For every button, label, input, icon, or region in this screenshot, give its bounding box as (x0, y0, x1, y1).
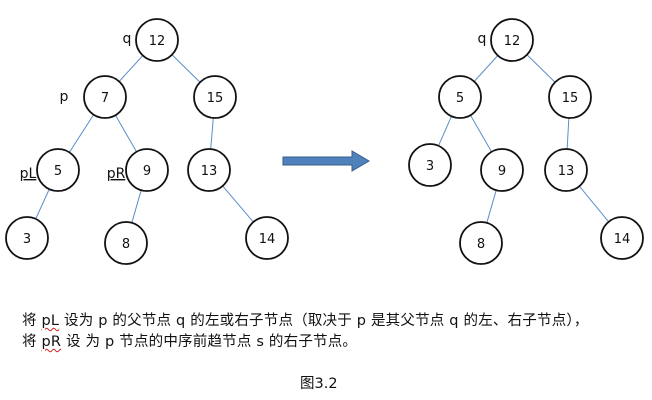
left-node-circle (187, 148, 231, 192)
left-node-7: 7 (83, 75, 127, 119)
left-node-circle (36, 148, 80, 192)
right-node-circle (408, 143, 452, 187)
caption-line-2-prefix: 将 (22, 334, 42, 350)
right-edge-R12-R5 (473, 55, 499, 82)
caption-line-1-text: 设为 p 的父节点 q 的左或右子节点（取决于 p 是其父节点 q 的左、右子节… (59, 313, 589, 329)
left-edge-L7-L5 (68, 114, 95, 153)
caption-pr-term: pR (41, 334, 62, 350)
left-node-3: 3 (5, 216, 49, 260)
left-node-9: 9 (125, 148, 169, 192)
right-node-12: 12 (490, 18, 534, 62)
right-node-15: 15 (548, 75, 592, 119)
left-node-label: 8 (122, 237, 130, 252)
right-arrow-icon (282, 150, 370, 172)
left-node-circle (193, 75, 237, 119)
left-node-15: 15 (193, 75, 237, 119)
figure-label: 图3.2 (300, 376, 338, 392)
right-edge-R12-R15 (526, 54, 556, 83)
caption-line-1: 将 pL 设为 p 的父节点 q 的左或右子节点（取决于 p 是其父节点 q 的… (22, 309, 589, 330)
right-node-circle (544, 148, 588, 192)
left-node-label: 9 (143, 164, 151, 179)
left-node-label: 3 (23, 232, 31, 247)
left-node-circle (135, 18, 179, 62)
left-node-label: 13 (201, 164, 218, 179)
right-node-13: 13 (544, 148, 588, 192)
right-node-label: 8 (477, 237, 485, 252)
right-edge-R15-R13 (566, 117, 570, 150)
right-node-9: 9 (480, 148, 524, 192)
right-node-14: 14 (600, 216, 644, 260)
left-node-14: 14 (245, 216, 289, 260)
left-node-circle (245, 216, 289, 260)
right-node-5: 5 (438, 75, 482, 119)
right-node-circle (459, 221, 503, 265)
left-tag-p: p (60, 89, 69, 105)
right-node-3: 3 (408, 143, 452, 187)
left-node-circle (83, 75, 127, 119)
left-node-5: 5 (36, 148, 80, 192)
right-node-circle (480, 148, 524, 192)
right-node-label: 13 (558, 164, 575, 179)
right-node-label: 14 (614, 232, 631, 247)
right-edge-R5-R3 (438, 116, 452, 146)
caption-line-1-prefix: 将 (22, 313, 42, 329)
left-node-circle (5, 216, 49, 260)
right-node-label: 9 (498, 164, 506, 179)
right-node-circle (600, 216, 644, 260)
transform-arrow (282, 150, 370, 172)
left-node-12: 12 (135, 18, 179, 62)
nodes-layer: 12 7 15 5 9 13 3 8 14 12 5 15 3 9 13 8 14 (5, 18, 644, 265)
edges-layer (35, 54, 610, 223)
right-node-circle (438, 75, 482, 119)
caption-line-2: 将 pR 设 为 p 节点的中序前趋节点 s 的右子节点。 (22, 330, 357, 351)
left-edge-L12-L15 (171, 54, 201, 83)
left-edge-L15-L13 (210, 117, 214, 150)
right-node-8: 8 (459, 221, 503, 265)
left-node-label: 7 (101, 91, 109, 106)
left-edge-L13-L14 (222, 185, 254, 223)
left-node-circle (125, 148, 169, 192)
right-edge-R5-R9 (470, 114, 492, 153)
left-tag-pL: pL (20, 166, 37, 182)
left-edge-L9-L8 (131, 190, 142, 223)
left-node-13: 13 (187, 148, 231, 192)
left-node-label: 12 (149, 34, 166, 49)
left-edge-L5-L3 (35, 188, 50, 220)
right-node-label: 5 (456, 91, 464, 106)
right-node-label: 15 (562, 91, 579, 106)
left-node-8: 8 (104, 221, 148, 265)
tags-layer: q p pL pR q (20, 31, 487, 182)
caption-line-2-text: 设 为 p 节点的中序前趋节点 s 的右子节点。 (61, 334, 358, 350)
left-node-label: 5 (54, 164, 62, 179)
left-tag-pR: pR (107, 166, 126, 182)
right-node-label: 3 (426, 159, 434, 174)
left-node-label: 15 (207, 91, 224, 106)
right-node-label: 12 (504, 34, 521, 49)
right-node-circle (548, 75, 592, 119)
left-edge-L12-L7 (118, 55, 144, 82)
right-edge-R9-R8 (486, 190, 497, 223)
right-node-circle (490, 18, 534, 62)
left-edge-L7-L9 (115, 114, 137, 153)
left-node-label: 14 (259, 232, 276, 247)
caption-pl-term: pL (41, 313, 60, 329)
right-tag-q: q (478, 31, 487, 47)
left-node-circle (104, 221, 148, 265)
right-edge-R13-R14 (578, 185, 610, 223)
left-tag-q: q (123, 31, 132, 47)
